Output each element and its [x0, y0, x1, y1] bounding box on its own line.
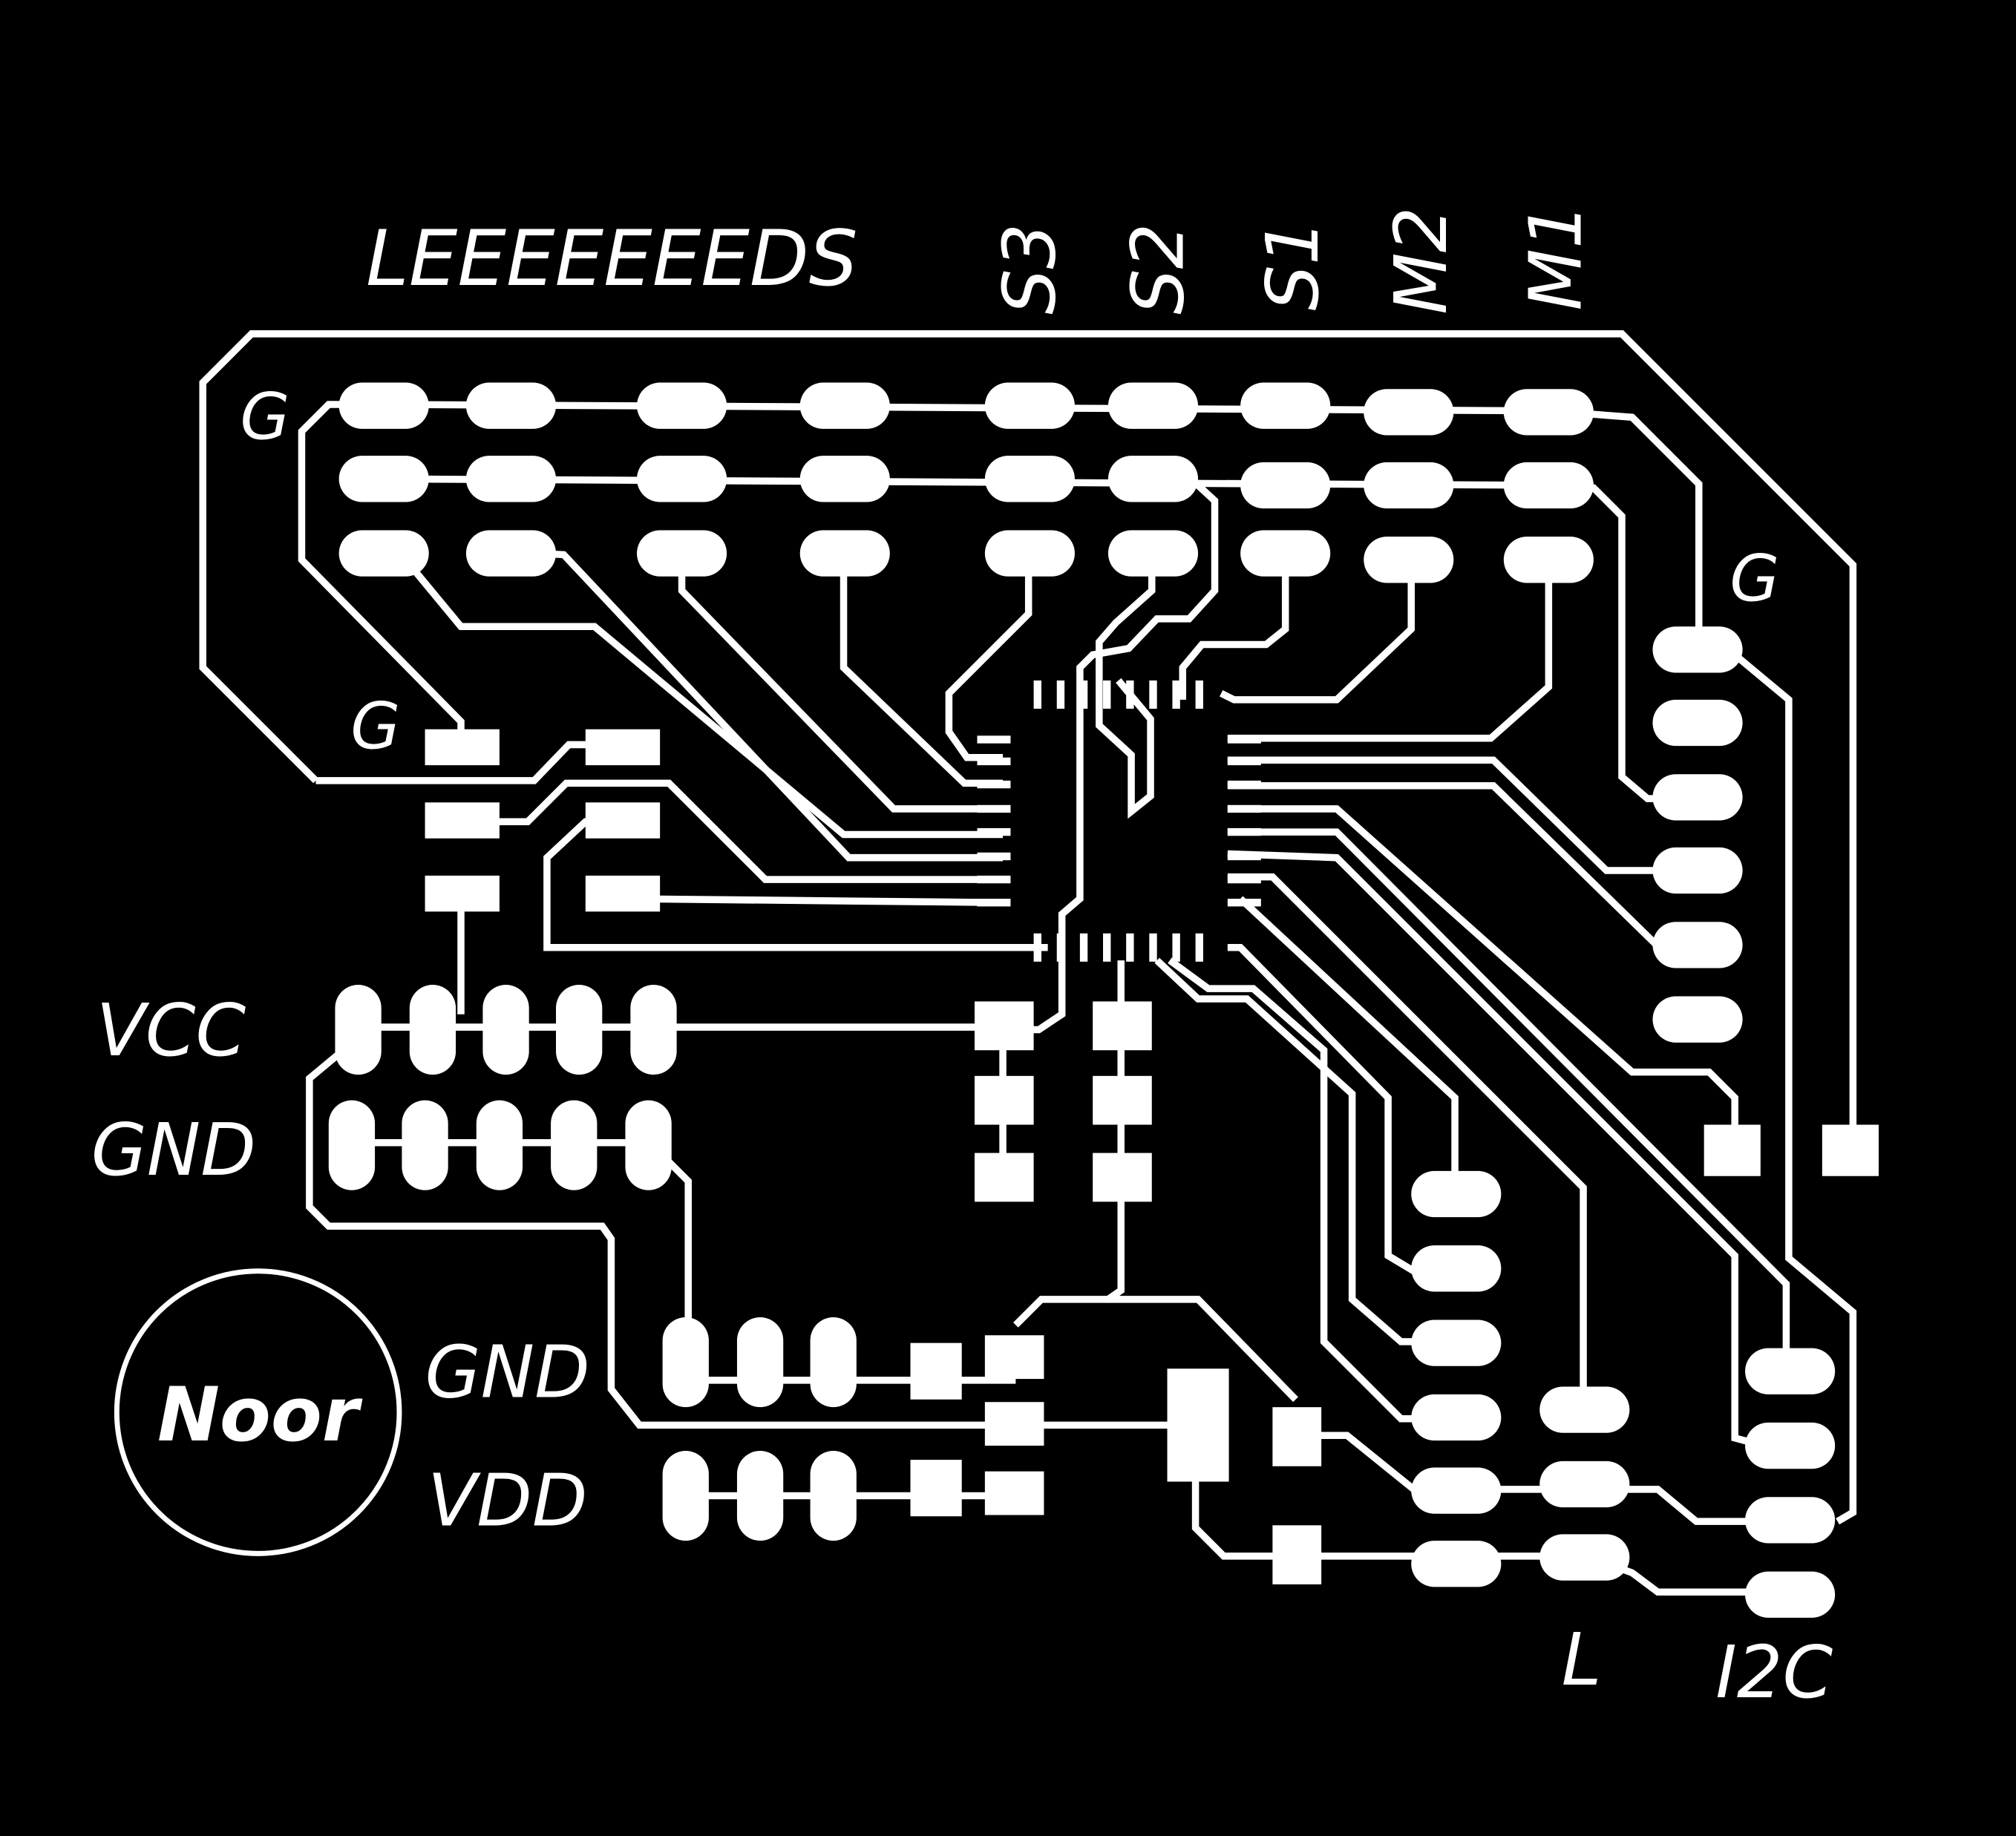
- s2-label: S2: [1116, 223, 1200, 315]
- s1-label: S1: [1251, 220, 1335, 311]
- g-top-label: G: [240, 381, 289, 455]
- g-right-label: G: [1729, 542, 1779, 617]
- mcu-pins: [977, 680, 1261, 962]
- logo-circle: [114, 1268, 402, 1556]
- right-header-column: [1652, 626, 1743, 1043]
- vcc-pads: [335, 984, 677, 1075]
- gnd-pads-bottom: [662, 1317, 962, 1408]
- vcc-label: VCC: [96, 989, 246, 1072]
- g-left-label: G: [350, 690, 400, 764]
- gnd-bottom-label: GND: [425, 1330, 590, 1414]
- silkscreen-labels: LEEEEEEEDS S3 S2 S1 M2 M1 G G G VCC GND …: [91, 203, 1833, 1714]
- copper-pads: [328, 382, 1879, 1618]
- vdd-label: VDD: [428, 1458, 587, 1542]
- bottom-right-connector-pads: [1411, 1170, 1836, 1618]
- m2-label: M2: [1379, 207, 1463, 315]
- noor-logo: Noor: [114, 1268, 402, 1556]
- gnd-left-label: GND: [91, 1108, 256, 1192]
- led-header-row-2: [338, 456, 1594, 509]
- leds-label: LEEEEEEEDS: [366, 214, 858, 304]
- led-header-row-1: [338, 382, 1594, 436]
- i2c-label: I2C: [1715, 1630, 1833, 1714]
- left-sot-pads: [425, 729, 661, 912]
- capacitor-ladders: [975, 1001, 1152, 1202]
- s3-label: S3: [987, 223, 1071, 315]
- m1-label: M1: [1514, 203, 1598, 310]
- regulator-pads: [984, 1335, 1322, 1584]
- l-label: L: [1562, 1618, 1602, 1702]
- led-header-row-3: [338, 530, 1594, 583]
- gnd-pads-left: [328, 1100, 672, 1190]
- logo-text: Noor: [157, 1371, 363, 1458]
- vdd-pads: [662, 1450, 962, 1541]
